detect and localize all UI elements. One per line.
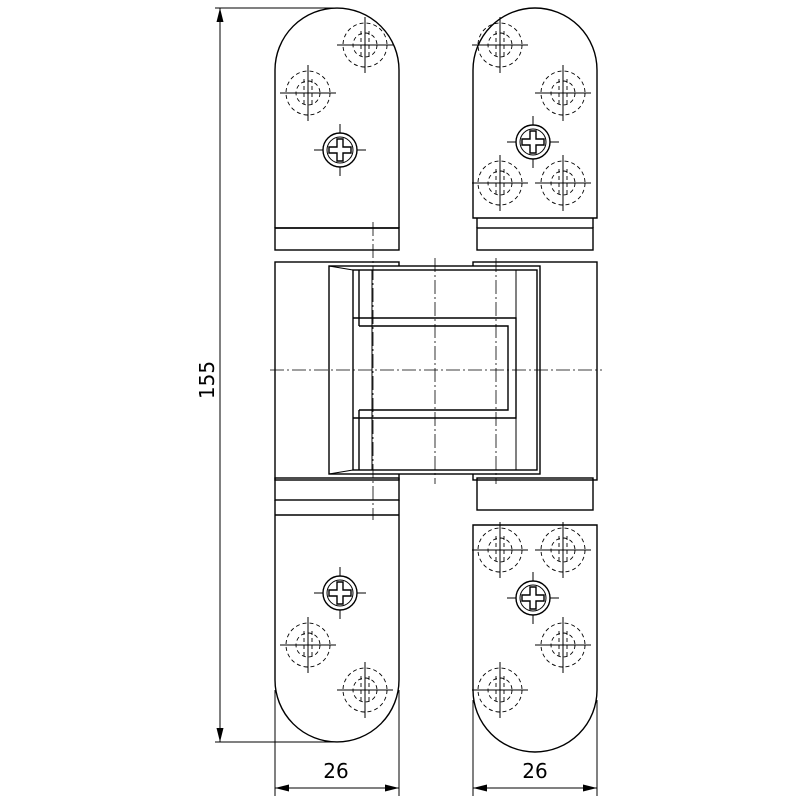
screw-hole-12 [472, 662, 528, 718]
right-wing [472, 7, 598, 753]
right-upper-collar [476, 227, 594, 251]
screw-hole-3 [472, 17, 528, 73]
right-lower-leaf [472, 524, 598, 753]
right-upper-leaf [472, 7, 598, 219]
left-upper-collar [274, 227, 400, 251]
screw-hole-1 [337, 17, 393, 73]
screw-hole-10 [535, 522, 591, 578]
phillips-screw-4 [507, 572, 559, 624]
phillips-screw-1 [314, 124, 366, 176]
left-wing [274, 7, 400, 743]
screw-hole-5 [472, 155, 528, 211]
left-upper-leaf [274, 7, 400, 228]
dimension-width-right: 26 [472, 700, 598, 796]
dimension-height: 155 [195, 7, 336, 743]
phillips-screw-3 [314, 567, 366, 619]
screw-hole-2 [280, 65, 336, 121]
hinge-mechanism [270, 222, 602, 520]
left-lower-collar [274, 477, 400, 501]
phillips-screw-2 [507, 116, 559, 168]
screw-hole-6 [535, 155, 591, 211]
dimension-width-right-label: 26 [522, 759, 547, 783]
screw-hole-9 [472, 522, 528, 578]
screw-hole-8 [337, 662, 393, 718]
screw-hole-4 [535, 65, 591, 121]
screw-holes [280, 17, 591, 718]
screws [314, 116, 559, 624]
screw-hole-11 [535, 617, 591, 673]
left-lower-leaf [274, 515, 400, 743]
right-lower-collar [476, 477, 594, 511]
dimension-height-label: 155 [195, 361, 219, 399]
dimension-width-left: 26 [274, 690, 400, 796]
dimension-width-left-label: 26 [323, 759, 348, 783]
screw-hole-7 [280, 617, 336, 673]
